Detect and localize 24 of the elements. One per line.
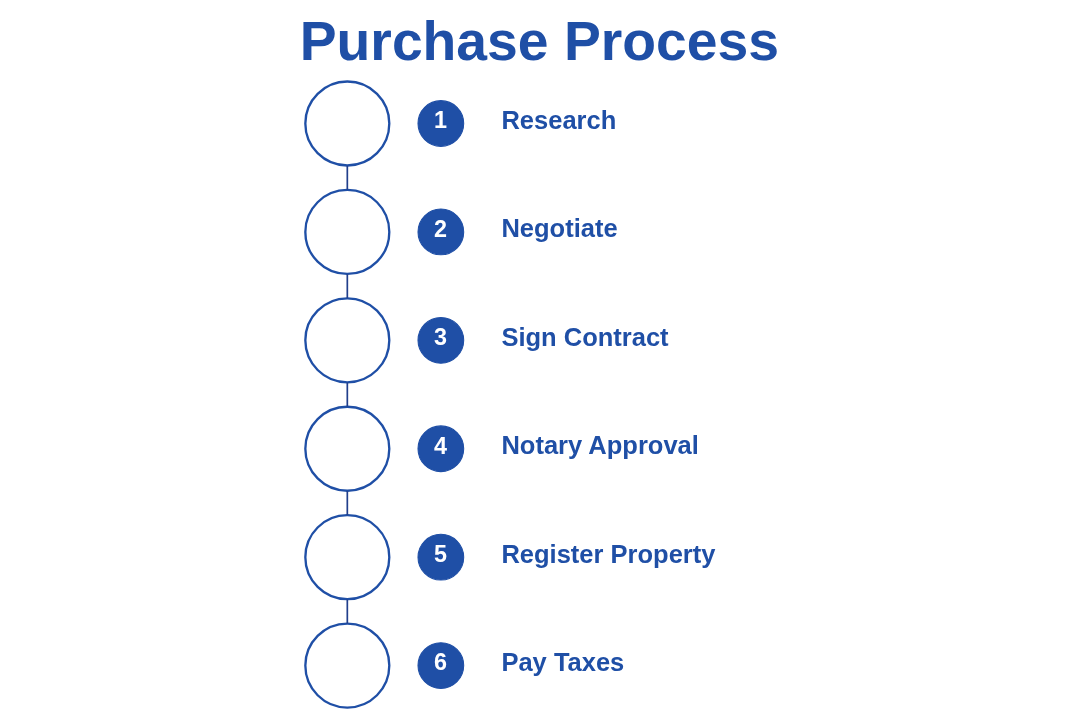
node-circle: 2: [416, 208, 464, 256]
node-circle: [303, 188, 390, 276]
node-circle: [303, 514, 390, 601]
node-circle: [303, 297, 390, 384]
connector: [345, 164, 348, 191]
node-label: Sign Contract: [500, 322, 669, 351]
connector: [345, 598, 348, 625]
node-circle: [303, 405, 390, 492]
node-label: Pay Taxes: [500, 648, 624, 677]
node-circle: [303, 622, 390, 709]
connector: [345, 381, 348, 408]
node-label: Negotiate: [500, 214, 618, 243]
node-circle: 5: [416, 533, 464, 581]
node-circle: 3: [416, 316, 464, 364]
node-label: Notary Approval: [500, 431, 699, 460]
diagram-title: Purchase Process: [299, 9, 779, 72]
connector: [345, 273, 348, 300]
node-circle: 1: [416, 100, 464, 147]
connector: [345, 490, 348, 516]
node-label: Register Property: [500, 539, 715, 568]
node-circle: 4: [416, 425, 464, 473]
node-circle: [303, 80, 390, 167]
node-circle: 6: [416, 642, 464, 689]
node-label: Research: [500, 106, 616, 135]
